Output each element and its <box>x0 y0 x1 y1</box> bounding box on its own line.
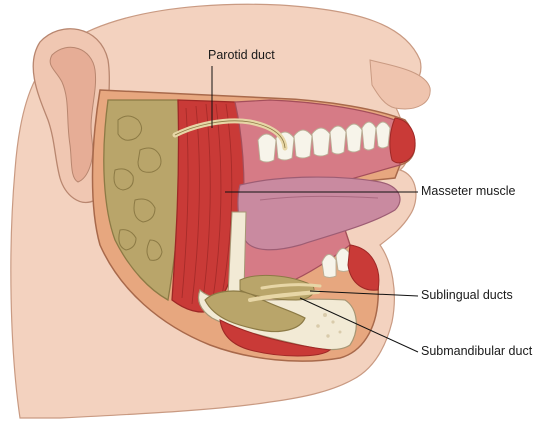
nose <box>369 59 431 110</box>
lower-teeth <box>321 248 351 278</box>
leader-submandibular-duct <box>299 297 419 353</box>
masseter-fibers <box>181 103 233 309</box>
ear-inner <box>49 46 97 183</box>
label-masseter-muscle: Masseter muscle <box>421 184 516 198</box>
upper-lip <box>389 117 416 164</box>
sublingual-duct-line <box>260 283 322 290</box>
submandibular-gland <box>204 290 306 333</box>
tongue-groove <box>259 195 379 201</box>
leader-lines <box>211 66 419 353</box>
mandible-trabeculae <box>316 313 342 338</box>
submandibular-duct <box>248 290 320 302</box>
lower-lip <box>347 244 380 291</box>
label-submandibular-duct: Submandibular duct <box>421 344 533 358</box>
leader-sublingual-ducts <box>309 290 419 297</box>
floor-muscles <box>219 319 332 357</box>
label-sublingual-ducts: Sublingual ducts <box>421 288 513 302</box>
parotid-duct-outline <box>174 120 286 149</box>
label-parotid-duct: Parotid duct <box>208 48 275 62</box>
parotid-lobules <box>113 115 163 261</box>
